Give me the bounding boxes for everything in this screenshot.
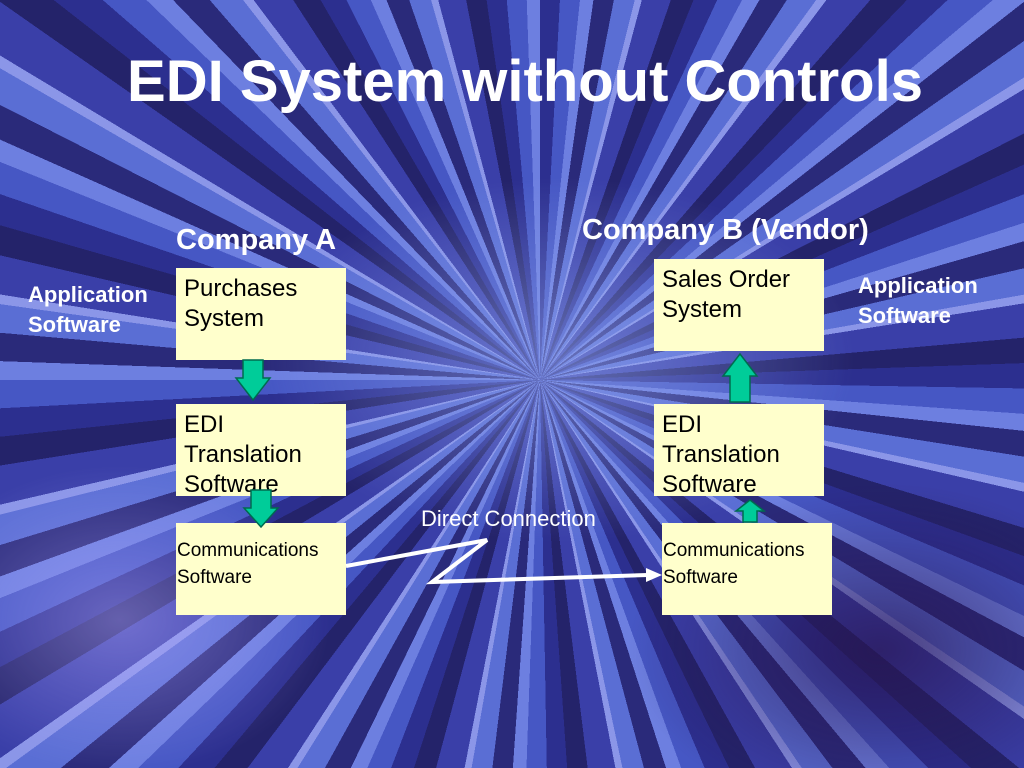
direct-connection-label: Direct Connection <box>421 506 596 531</box>
company-a-edi-translation-box: EDI Translation Software <box>176 404 346 498</box>
box-text-line: Purchases <box>184 275 298 302</box>
arrowhead-icon <box>646 568 662 582</box>
company-a-heading: Company A <box>176 224 337 256</box>
box-text-line: System <box>184 305 265 332</box>
company-a-side-label-line: Application <box>28 282 148 307</box>
company-a-communications-box: Communications Software <box>176 523 346 615</box>
box-text-line: EDI <box>184 411 225 438</box>
company-b-heading: Company B (Vendor) <box>582 214 869 246</box>
box-text-line: Translation <box>662 441 780 468</box>
company-b-application-software-label: Application Software <box>858 271 978 331</box>
company-b-side-label-line: Application <box>858 273 978 298</box>
company-b-edi-translation-box: EDI Translation Software <box>654 404 824 498</box>
box-text-line: Communications <box>663 540 805 561</box>
down-arrow-icon <box>242 489 280 529</box>
company-a-side-label-line: Software <box>28 312 121 337</box>
box-text-line: Software <box>663 567 738 588</box>
sales-order-system-box: Sales Order System <box>654 259 824 351</box>
box-text-line: Sales Order <box>662 266 791 293</box>
down-arrow-icon <box>234 359 272 402</box>
company-a-application-software-label: Application Software <box>28 280 148 340</box>
up-arrow-icon <box>721 352 759 403</box>
box-text-line: Communications <box>177 540 319 561</box>
box-text-line: System <box>662 296 743 323</box>
company-b-side-label-line: Software <box>858 303 951 328</box>
direct-connection-line <box>345 538 649 585</box>
box-text-line: Software <box>662 471 757 498</box>
box-text-line: EDI <box>662 411 703 438</box>
purchases-system-box: Purchases System <box>176 268 346 360</box>
box-text-line: Software <box>177 567 252 588</box>
up-arrow-icon <box>733 499 767 523</box>
box-text-line: Translation <box>184 441 302 468</box>
company-b-communications-box: Communications Software <box>662 523 832 615</box>
slide-title: EDI System without Controls <box>127 49 923 114</box>
